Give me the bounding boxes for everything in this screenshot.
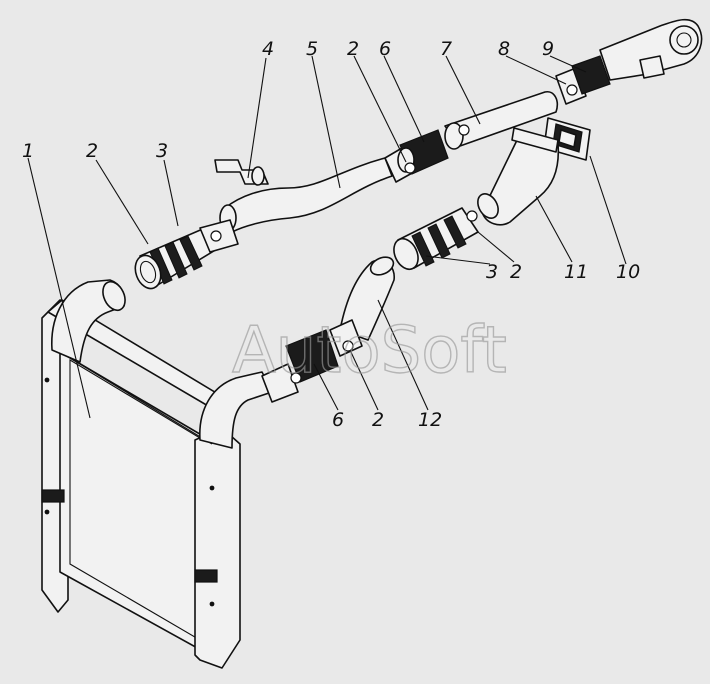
label-5: 5	[306, 38, 318, 60]
label-4: 4	[262, 38, 274, 60]
pipe-5	[219, 157, 393, 233]
label-2b: 2	[347, 38, 359, 60]
label-8: 8	[498, 38, 510, 60]
intercooler-radiator	[41, 279, 273, 669]
label-2a: 2	[86, 140, 98, 162]
label-3b: 3	[486, 261, 498, 283]
leader-lines	[27, 55, 627, 419]
bracket-4	[214, 159, 269, 186]
label-2c: 2	[510, 261, 522, 283]
label-9: 9	[542, 38, 554, 60]
label-3a: 3	[156, 140, 168, 162]
coupler-6-upper	[384, 129, 449, 183]
label-6b: 6	[332, 409, 344, 431]
hose-3-left	[134, 219, 239, 290]
label-11: 11	[564, 261, 588, 283]
elbow-11	[477, 127, 560, 226]
label-7: 7	[440, 38, 452, 60]
label-12: 12	[418, 409, 442, 431]
label-2d: 2	[372, 409, 384, 431]
coupler-6-lower	[261, 319, 363, 403]
turbocharger	[599, 18, 703, 81]
label-6a: 6	[379, 38, 391, 60]
hose-3-right	[393, 207, 479, 271]
callout-labels: 1 2 3 4 5 2 6 7 8 9 10 11 2 3 12 2 6	[22, 38, 640, 431]
watermark-text: AutoSoft	[232, 314, 507, 388]
pipe-12	[339, 256, 395, 341]
label-10: 10	[616, 261, 640, 283]
pipe-7	[444, 90, 559, 150]
label-1: 1	[22, 140, 34, 162]
